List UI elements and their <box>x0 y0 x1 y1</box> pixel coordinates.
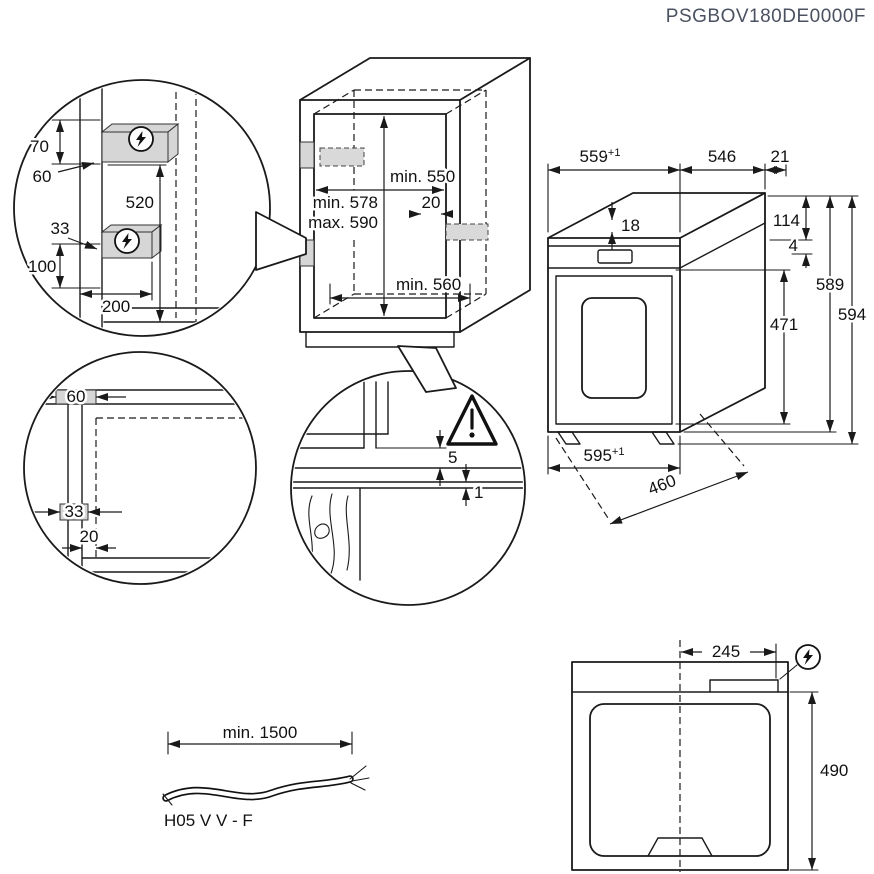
dim-label-4: 4 <box>789 236 798 255</box>
plan-detail-circle: 60 33 20 <box>23 351 257 585</box>
dim-label-gap-5: 5 <box>448 448 457 467</box>
dim-label-70: 70 <box>30 137 49 156</box>
oven-door-window <box>581 297 647 399</box>
oven-door <box>555 275 673 425</box>
connection-zone-interior-right <box>445 223 489 241</box>
electrical-detail-circle: 70 60 520 33 100 200 <box>13 79 271 337</box>
dim-label-114: 114 <box>773 211 800 230</box>
connection-zone-left-upper <box>299 141 315 169</box>
dim-label-546: 546 <box>708 147 736 166</box>
warning-icon <box>446 394 498 446</box>
dim-label-min550: min. 550 <box>390 167 455 186</box>
dim-label-60: 60 <box>33 167 52 186</box>
dim-label-100: 100 <box>28 257 56 276</box>
dim-label-471: 471 <box>770 315 798 334</box>
dim-label-460: 460 <box>645 471 678 499</box>
dim-label-max590: max. 590 <box>308 213 378 232</box>
gap-detail-linework <box>293 381 523 581</box>
dim-label-plan-33: 33 <box>65 502 84 521</box>
dim-label-21: 21 <box>771 147 790 166</box>
dim-label-min578: min. 578 <box>313 193 378 212</box>
cabinet-view: min. 550 20 min. 578 max. 590 min. 560 <box>299 57 531 348</box>
dim-label-plan-20: 20 <box>80 527 99 546</box>
dim-label-520: 520 <box>126 193 154 212</box>
dim-label-cable-length: min. 1500 <box>223 723 298 742</box>
dim-label-245: 245 <box>712 642 740 661</box>
cable-figure: min. 1500 H05 V V - F <box>162 721 370 833</box>
plan-detail-linework <box>26 389 254 582</box>
dim-label-490: 490 <box>820 761 848 780</box>
dim-label-559: 559+1 <box>580 147 621 166</box>
power-connection-icon-rear <box>795 644 821 670</box>
dim-label-595: 595+1 <box>584 446 625 465</box>
dim-label-min560: min. 560 <box>396 275 461 294</box>
callout-wedge-bottom <box>397 345 457 393</box>
dim-label-200: 200 <box>102 297 130 316</box>
dim-label-589: 589 <box>816 275 844 294</box>
power-connection-icon-upper <box>128 126 154 152</box>
oven-foot-left <box>557 431 581 445</box>
power-connection-icon-lower <box>114 228 140 254</box>
dim-label-33: 33 <box>51 219 70 238</box>
connection-zone-interior-upper <box>319 147 365 167</box>
callout-wedge-left <box>255 211 307 271</box>
gap-detail-circle: 5 1 <box>290 370 526 606</box>
oven-display <box>597 249 633 264</box>
dim-label-plan-60: 60 <box>67 387 86 406</box>
dim-label-cab-20: 20 <box>422 193 441 212</box>
oven-view: 559+1 546 21 18 114 4 471 589 594 595+1 <box>547 145 869 525</box>
rear-view: 245 490 <box>571 640 851 872</box>
oven-foot-right <box>651 431 675 445</box>
document-code: PSGBOV180DE0000F <box>666 6 866 27</box>
cable-type-label: H05 V V - F <box>164 811 253 830</box>
dim-label-18: 18 <box>621 216 640 235</box>
dim-label-gap-1: 1 <box>474 483 483 502</box>
dim-label-594: 594 <box>838 305 866 324</box>
